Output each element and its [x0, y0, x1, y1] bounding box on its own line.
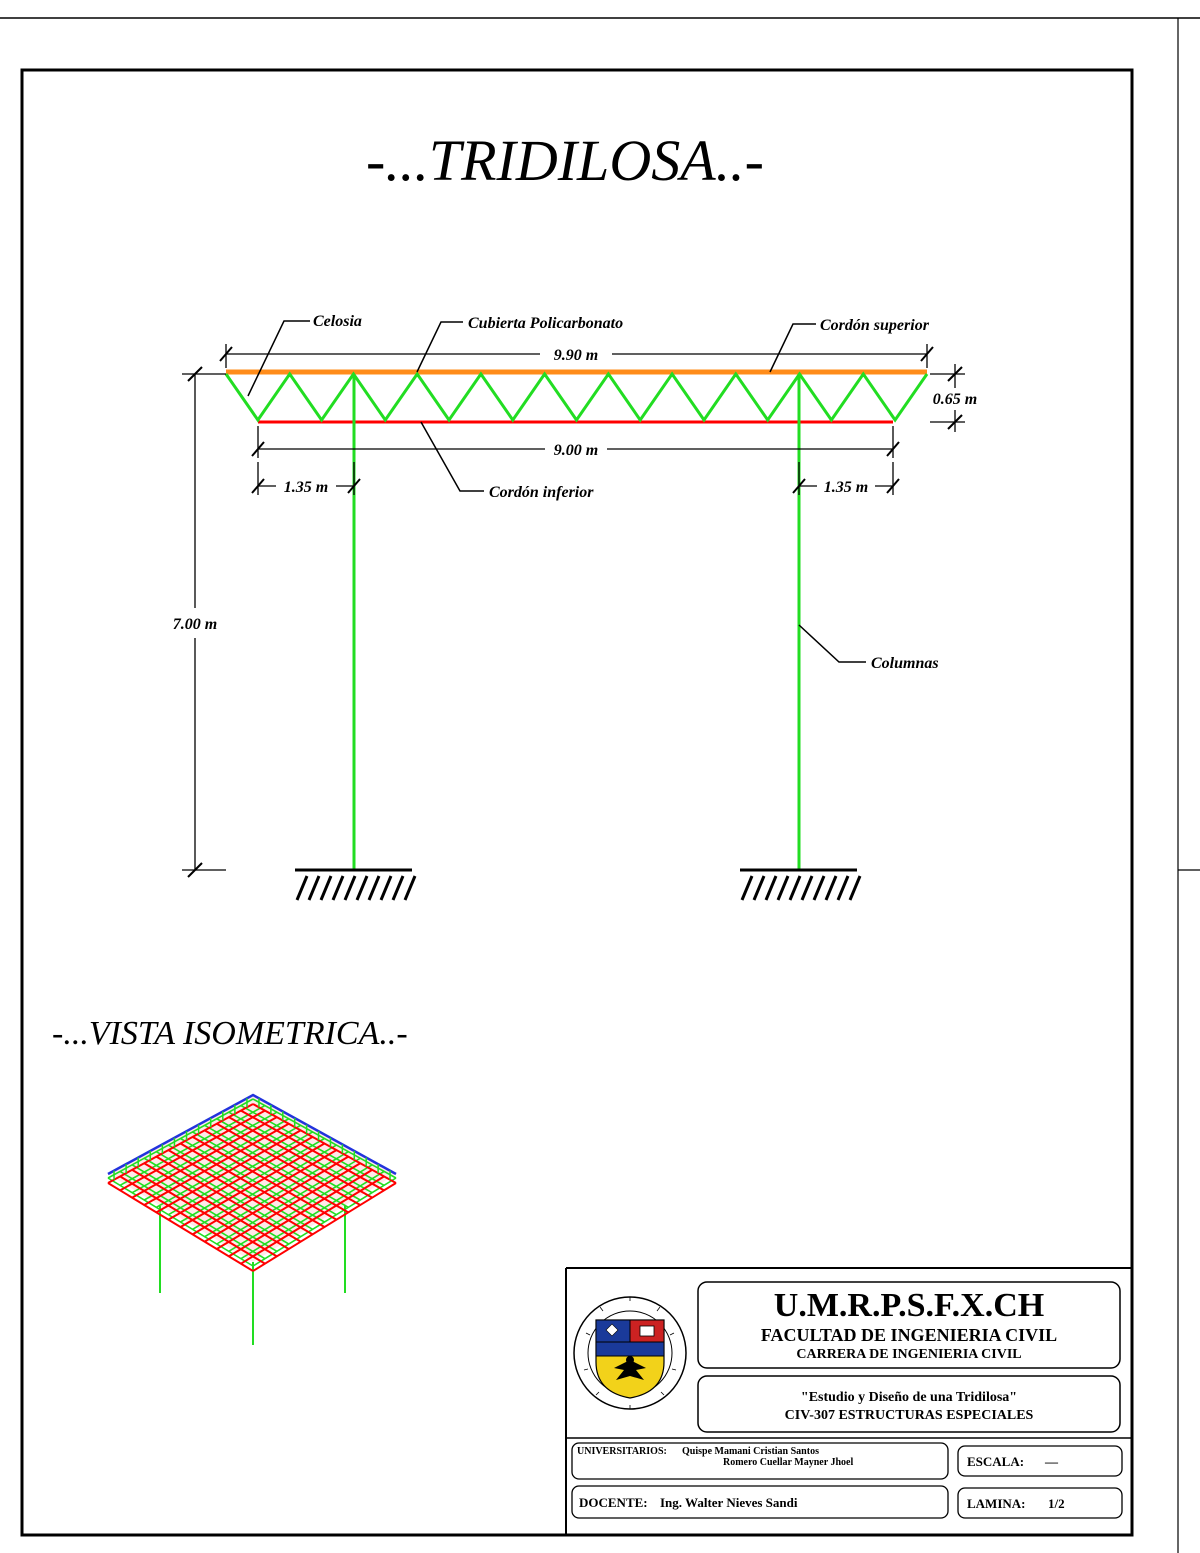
- dim-bottom-span-text: 9.00 m: [554, 442, 598, 459]
- scale-value: —: [1044, 1454, 1059, 1469]
- iso-view-title: -...VISTA ISOMETRICA..-: [52, 1015, 408, 1052]
- leader-cordon-inferior: [420, 421, 484, 492]
- drawing-border: [20, 68, 1134, 1537]
- label-cordon-superior: Cordón superior: [820, 317, 930, 334]
- leader-celosia: [247, 320, 310, 397]
- dim-left-overhang: [251, 462, 361, 495]
- university-seal: [573, 1296, 687, 1410]
- student-1: Quispe Mamani Cristian Santos: [682, 1446, 819, 1457]
- institution-name: U.M.R.P.S.F.X.CH: [774, 1287, 1044, 1324]
- scale-label: ESCALA:: [967, 1454, 1024, 1469]
- career-name: CARRERA DE INGENIERIA CIVIL: [796, 1347, 1021, 1362]
- project-box: [697, 1375, 1121, 1433]
- dim-top-span: [219, 344, 934, 368]
- title-block: U.M.R.P.S.F.X.CH FACULTAD DE INGENIERIA …: [565, 1267, 1132, 1535]
- dim-depth: [930, 364, 965, 432]
- faculty-name: FACULTAD DE INGENIERIA CIVIL: [761, 1325, 1057, 1345]
- dim-top-span-text: 9.90 m: [554, 347, 598, 364]
- sheet-number-box: [957, 1487, 1123, 1519]
- label-cubierta: Cubierta Policarbonato: [468, 315, 623, 332]
- project-title: "Estudio y Diseño de una Tridilosa": [801, 1390, 1017, 1405]
- leader-columnas: [798, 624, 866, 663]
- dim-height-text: 7.00 m: [173, 616, 217, 633]
- sheet-value: 1/2: [1048, 1496, 1065, 1511]
- truss-elevation: [224, 369, 929, 870]
- dim-left-overhang-text: 1.35 m: [284, 479, 328, 496]
- isometric-view: [107, 1093, 397, 1345]
- teacher-box: [571, 1485, 949, 1519]
- truss-diagonals: [224, 371, 929, 423]
- student-2: Romero Cuellar Mayner Jhoel: [723, 1457, 853, 1468]
- teacher-name: Ing. Walter Nieves Sandi: [660, 1495, 798, 1510]
- students-label: UNIVERSITARIOS:: [577, 1446, 667, 1457]
- course-name: CIV-307 ESTRUCTURAS ESPECIALES: [785, 1408, 1034, 1423]
- students-box: [571, 1442, 949, 1480]
- scale-box: [957, 1445, 1123, 1477]
- label-cordon-inferior: Cordón inferior: [489, 484, 594, 501]
- right-ground-support: [740, 868, 862, 901]
- sheet-label: LAMINA:: [967, 1496, 1026, 1511]
- dim-depth-text: 0.65 m: [933, 391, 977, 408]
- label-celosia: Celosia: [313, 313, 362, 330]
- dim-bottom-span: [251, 426, 900, 458]
- left-ground-support: [295, 868, 417, 901]
- dim-right-overhang-text: 1.35 m: [824, 479, 868, 496]
- teacher-label: DOCENTE:: [579, 1495, 648, 1510]
- leaders: [247, 320, 866, 663]
- dim-height: [182, 366, 226, 878]
- dim-right-overhang: [792, 462, 900, 495]
- drawing-title: -...TRIDILOSA..-: [366, 128, 764, 193]
- institution-box: [697, 1281, 1121, 1369]
- leader-cordon-superior: [769, 323, 816, 373]
- iso-top-edge: [107, 1093, 397, 1176]
- label-columnas: Columnas: [871, 655, 939, 672]
- leader-cubierta: [416, 321, 463, 373]
